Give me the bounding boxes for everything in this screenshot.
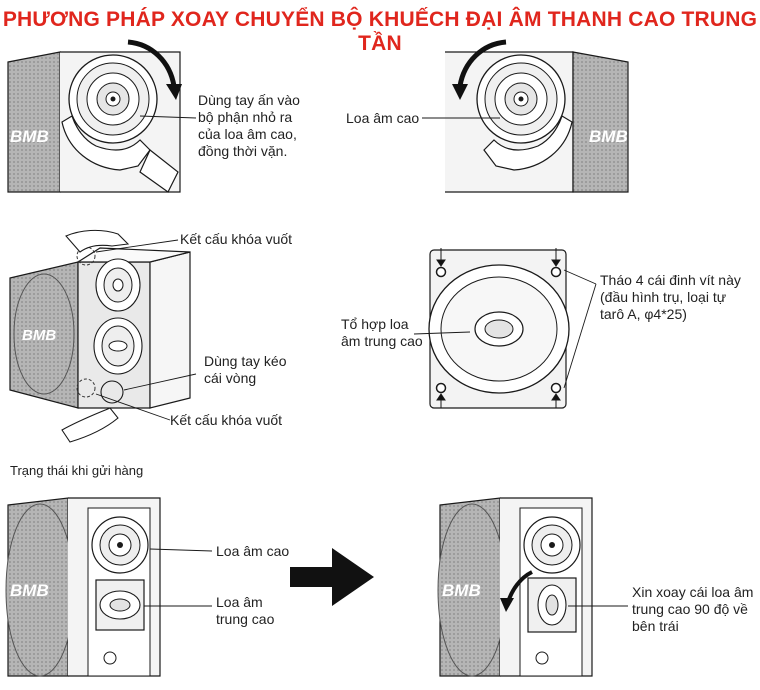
- label-tweeter: Loa âm cao: [346, 110, 420, 126]
- rotate-ccw-arrow-icon: [452, 39, 507, 100]
- note-pull-ring: Dùng tay kéo cái vòng: [204, 353, 287, 386]
- pull-ring: [100, 380, 124, 404]
- label-midrange-shipping: Loa âm trung cao: [216, 594, 275, 627]
- midrange-driver-rotated: [527, 577, 577, 633]
- leader-line: [149, 548, 213, 552]
- panel-tweeter-ccw: BMB: [422, 39, 629, 193]
- label-tweeter-shipping: Loa âm cao: [216, 543, 290, 559]
- panel-rotated: BMB: [437, 497, 628, 677]
- leader-line: [413, 331, 471, 335]
- screw-icon: [435, 266, 562, 394]
- leader-line: [563, 269, 597, 285]
- panel-shipping: BMB: [5, 497, 213, 677]
- tweeter-driver: [95, 258, 141, 312]
- hand-icon: [61, 115, 179, 193]
- panel-screw-removal: [413, 248, 597, 409]
- heading-shipping-state: Trạng thái khi gửi hàng: [10, 463, 144, 478]
- tweeter-driver: [523, 516, 581, 574]
- brand-logo: BMB: [589, 127, 628, 146]
- label-lock-bottom: Kết cấu khóa vuốt: [170, 412, 283, 428]
- rotate-cw-arrow-icon: [127, 39, 182, 100]
- tweeter-driver: [476, 54, 566, 144]
- panel-tweeter-cw: BMB: [7, 39, 197, 193]
- panel-lock-release: BMB: [9, 229, 197, 443]
- lock-marker-bottom: [76, 378, 96, 398]
- label-lock-top: Kết cấu khóa vuốt: [180, 231, 293, 247]
- label-midhigh-assembly: Tổ hợp loa âm trung cao: [341, 316, 423, 349]
- screw-pointer-arrows: [436, 248, 561, 408]
- midrange-driver: [93, 317, 143, 375]
- hand-icon: [61, 229, 130, 443]
- leader-line: [139, 115, 197, 119]
- tweeter-driver: [91, 516, 149, 574]
- speaker-side-panel: [149, 251, 191, 409]
- note-remove-screws: Tháo 4 cái đinh vít này (đầu hình trụ, l…: [600, 272, 741, 322]
- leader-line: [95, 239, 179, 253]
- brand-logo: BMB: [10, 581, 49, 600]
- brand-logo: BMB: [442, 581, 481, 600]
- speaker-grille: [7, 51, 61, 193]
- speaker-grille: [572, 51, 629, 193]
- page-title: PHƯƠNG PHÁP XOAY CHUYỂN BỘ KHUẾCH ĐẠI ÂM…: [2, 8, 758, 55]
- leader-line: [123, 373, 197, 391]
- right-arrow-icon: [290, 548, 374, 606]
- brand-logo: BMB: [22, 327, 56, 344]
- leader-line: [95, 393, 171, 421]
- tweeter-driver: [68, 54, 158, 144]
- brand-logo: BMB: [10, 127, 49, 146]
- note-press-and-twist: Dùng tay ấn vào bộ phận nhỏ ra của loa â…: [198, 92, 300, 159]
- midrange-driver: [95, 579, 145, 631]
- leader-line: [563, 283, 597, 389]
- note-rotate-90: Xin xoay cái loa âm trung cao 90 độ về b…: [632, 584, 754, 634]
- rotate-ccw-arrow-icon: [500, 570, 533, 612]
- hand-icon: [483, 115, 573, 171]
